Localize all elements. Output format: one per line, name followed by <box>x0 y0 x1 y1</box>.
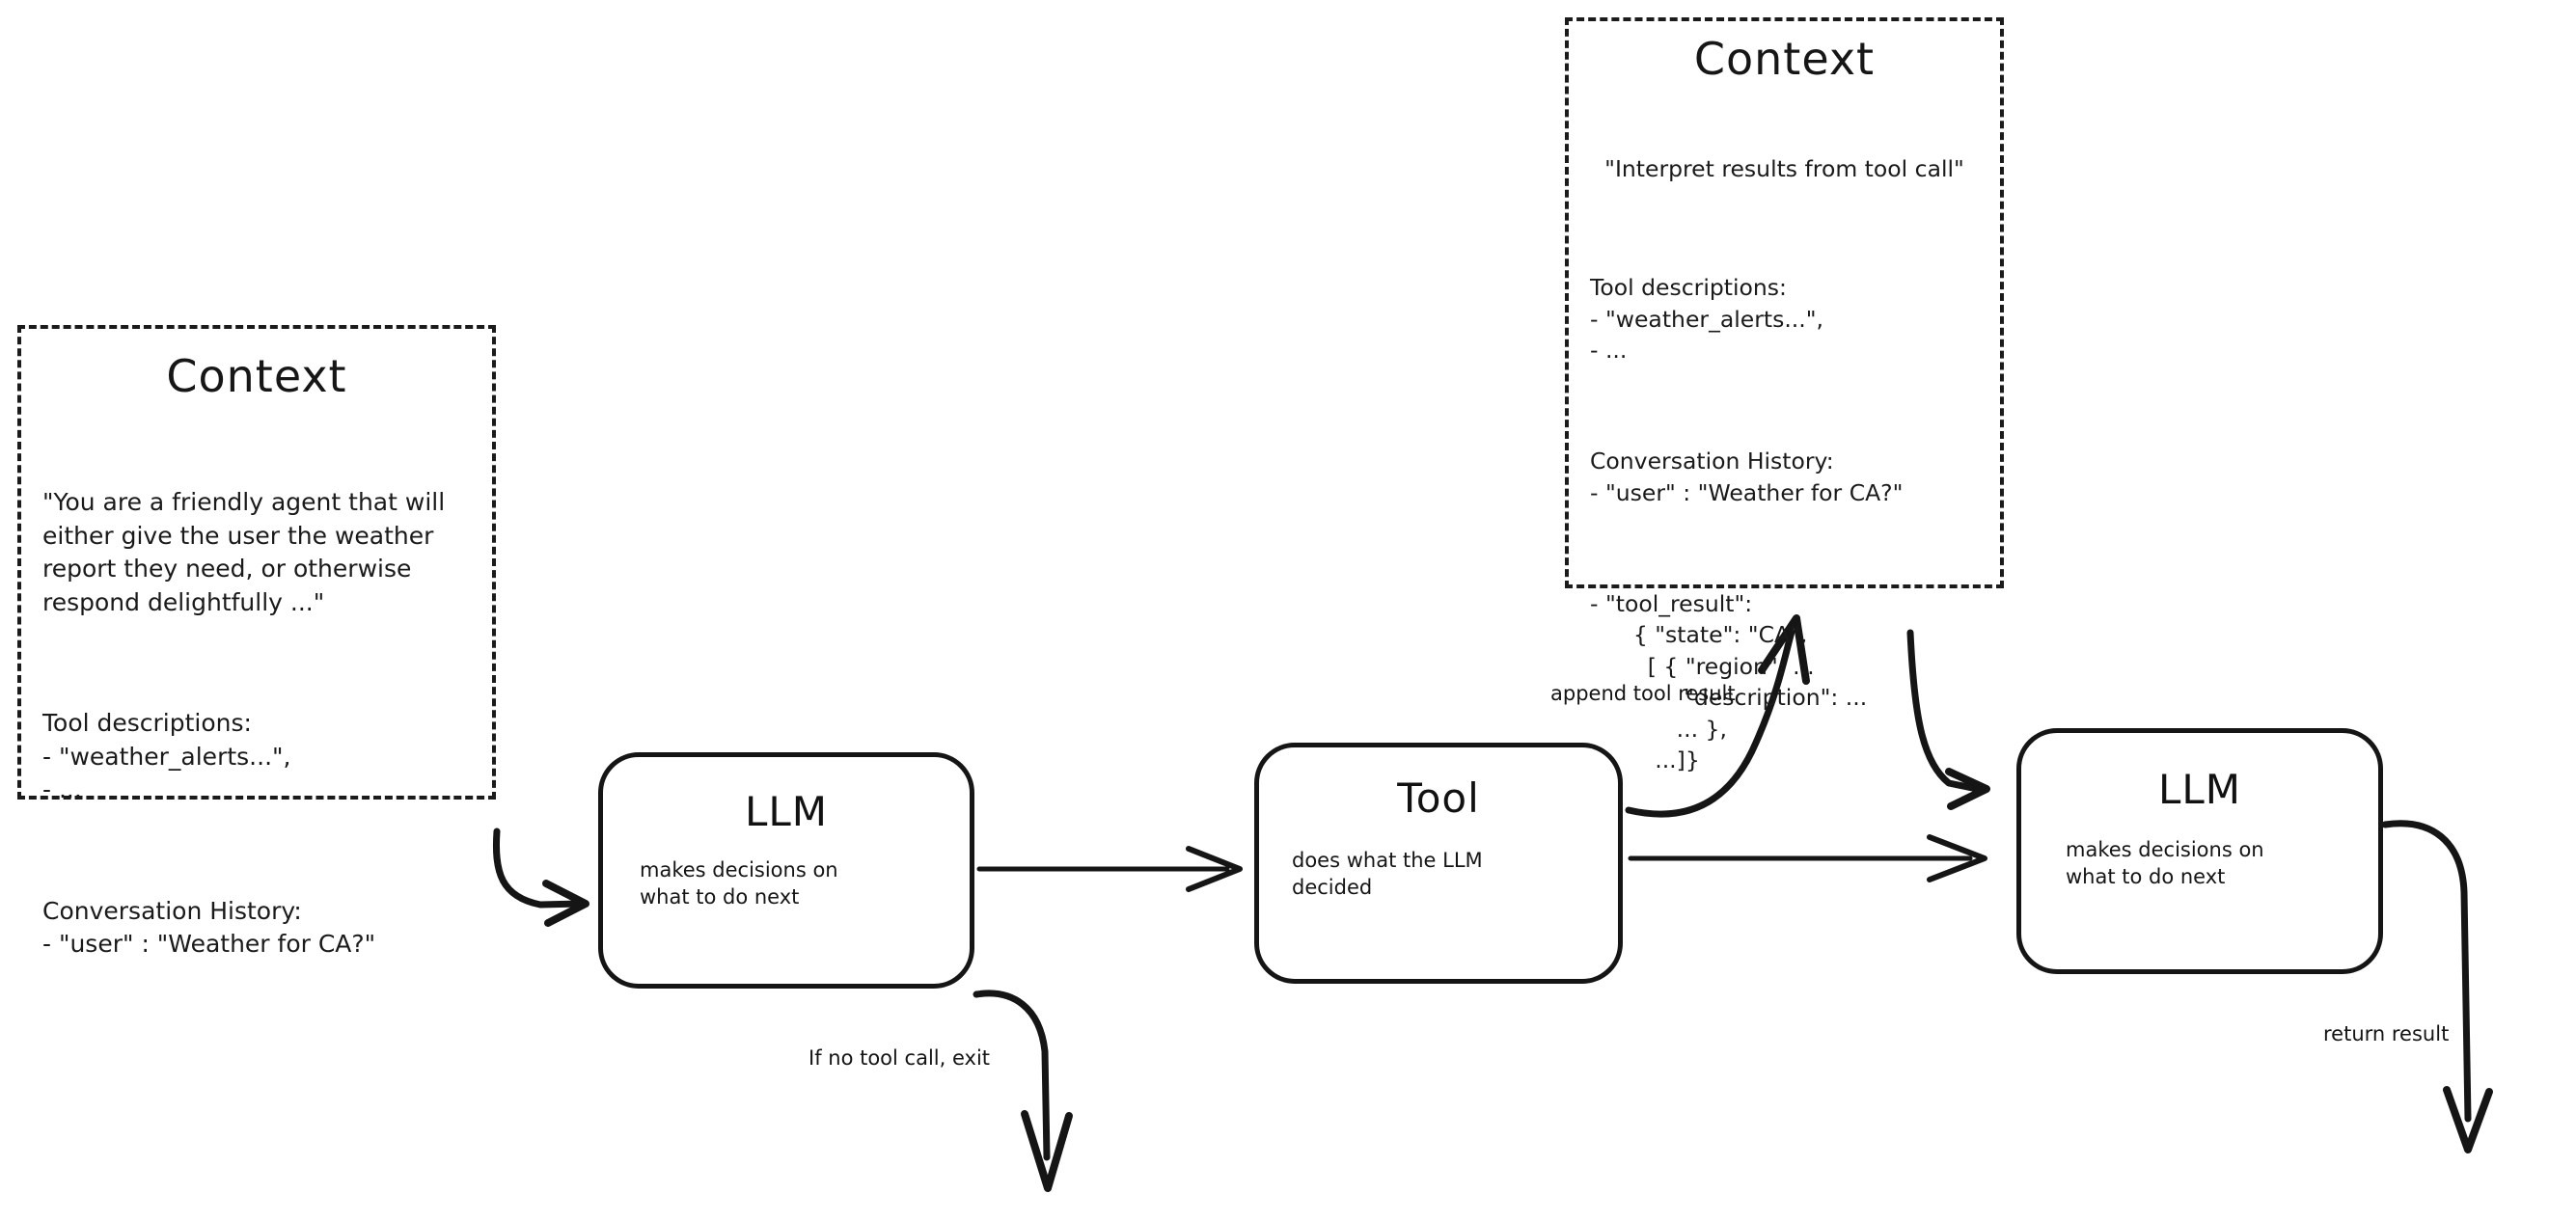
context-right-system-prompt: "Interpret results from tool call" <box>1604 154 1964 182</box>
node-llm-second-subtitle: makes decisions on what to do next <box>2066 838 2264 889</box>
edge-llm2-return <box>2381 820 2493 1153</box>
node-tool-title: Tool <box>1397 774 1480 822</box>
edge-context-to-llm1 <box>492 828 589 927</box>
context-right-title: Context <box>1693 33 1876 85</box>
node-llm-first[interactable]: LLM makes decisions on what to do next <box>598 752 974 989</box>
node-llm-first-title: LLM <box>744 788 829 835</box>
context-left-title: Context <box>166 350 347 402</box>
context-box-after-tool: Context "Interpret results from tool cal… <box>1565 17 2004 773</box>
context-left-conversation-history: Conversation History: - "user" : "Weathe… <box>42 896 376 959</box>
context-box-initial: Context "You are a friendly agent that w… <box>17 325 496 958</box>
edge-label-append-tool-result: append tool result <box>1550 682 1736 705</box>
context-right-tool-descriptions: Tool descriptions: - "weather_alerts..."… <box>1590 274 1824 364</box>
edge-llm1-to-tool <box>976 846 1243 892</box>
edge-label-if-no-tool-call-exit: If no tool call, exit <box>808 1046 991 1070</box>
edge-label-return-result: return result <box>2323 1022 2450 1045</box>
context-right-tool-result: - "tool_result": { "state": "CA", [ { "r… <box>1590 589 1868 774</box>
context-left-system-prompt: "You are a friendly agent that will eith… <box>42 488 446 616</box>
edge-llm1-exit <box>973 990 1073 1192</box>
node-tool[interactable]: Tool does what the LLM decided <box>1254 743 1623 984</box>
node-tool-subtitle: does what the LLM decided <box>1292 849 1483 900</box>
context-right-conversation-history: Conversation History: - "user" : "Weathe… <box>1590 448 1904 506</box>
node-llm-second[interactable]: LLM makes decisions on what to do next <box>2016 728 2383 974</box>
node-llm-second-title: LLM <box>2157 766 2242 813</box>
context-right-body: "Interpret results from tool call" Tool … <box>1569 91 2000 855</box>
context-left-tool-descriptions: Tool descriptions: - "weather_alerts..."… <box>42 709 291 803</box>
node-llm-first-subtitle: makes decisions on what to do next <box>640 858 838 909</box>
context-left-body: "You are a friendly agent that will eith… <box>21 420 492 1028</box>
